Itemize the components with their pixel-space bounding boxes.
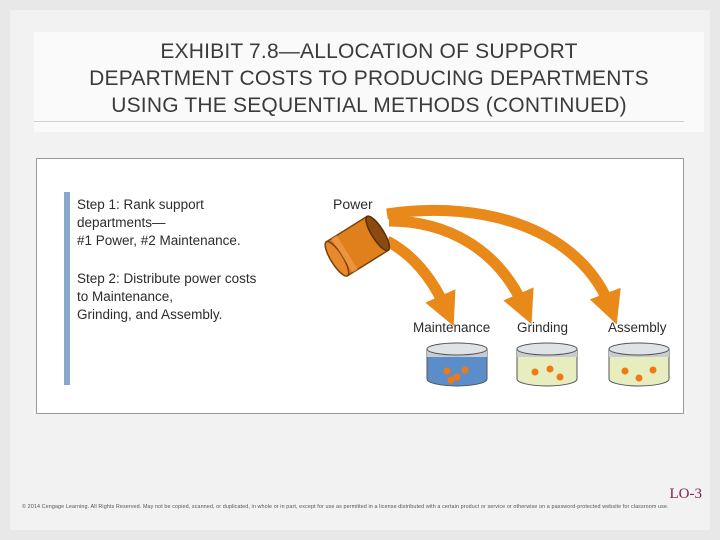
assembly-container [608, 342, 670, 387]
cost-ball [531, 368, 539, 376]
cost-ball [443, 367, 451, 375]
target-label-grinding: Grinding [517, 320, 568, 335]
step-2-text: Step 2: Distribute power costs to Mainte… [77, 271, 260, 322]
cost-ball [546, 365, 554, 373]
title-divider [34, 121, 684, 122]
cost-ball [635, 374, 643, 382]
arrow-to-assembly [386, 204, 621, 325]
power-label: Power [333, 196, 373, 212]
cost-ball [447, 376, 455, 384]
cost-ball [556, 373, 564, 381]
cost-ball [461, 366, 469, 374]
maintenance-container [426, 342, 488, 387]
cost-ball [453, 373, 461, 381]
step-1-text: Step 1: Rank support departments— #1 Pow… [77, 197, 241, 248]
step-1-line-3: #1 Power, #2 Maintenance. [77, 233, 241, 248]
step-1-line-2: departments— [77, 215, 166, 230]
exhibit-diagram: Step 1: Rank support departments— #1 Pow… [64, 192, 670, 387]
step-1-line-1: Step 1: Rank support [77, 197, 204, 212]
target-label-assembly: Assembly [608, 320, 667, 335]
learning-objective-label: LO-3 [669, 486, 703, 502]
cost-ball [649, 366, 657, 374]
target-label-maintenance: Maintenance [413, 320, 490, 335]
title-line-3: USING THE SEQUENTIAL METHODS (CONTINUED) [111, 94, 627, 117]
arrow-to-maintenance [384, 236, 456, 327]
power-can [324, 215, 391, 277]
step-2-line-1: Step 2: Distribute power costs [77, 271, 257, 286]
grinding-container [516, 342, 578, 387]
arrow-to-grinding [388, 215, 534, 325]
slide-title: EXHIBIT 7.8—ALLOCATION OF SUPPORT DEPART… [34, 32, 704, 132]
copyright-footer: © 2014 Cengage Learning. All Rights Rese… [22, 504, 669, 510]
title-line-1: EXHIBIT 7.8—ALLOCATION OF SUPPORT [160, 40, 578, 63]
title-line-2: DEPARTMENT COSTS TO PRODUCING DEPARTMENT… [89, 67, 649, 90]
step-2-line-3: Grinding, and Assembly. [77, 307, 222, 322]
exhibit-figure: Step 1: Rank support departments— #1 Pow… [36, 158, 684, 414]
step-2-line-2: to Maintenance, [77, 289, 173, 304]
step-accent-bar [64, 192, 70, 385]
cost-ball [621, 367, 629, 375]
